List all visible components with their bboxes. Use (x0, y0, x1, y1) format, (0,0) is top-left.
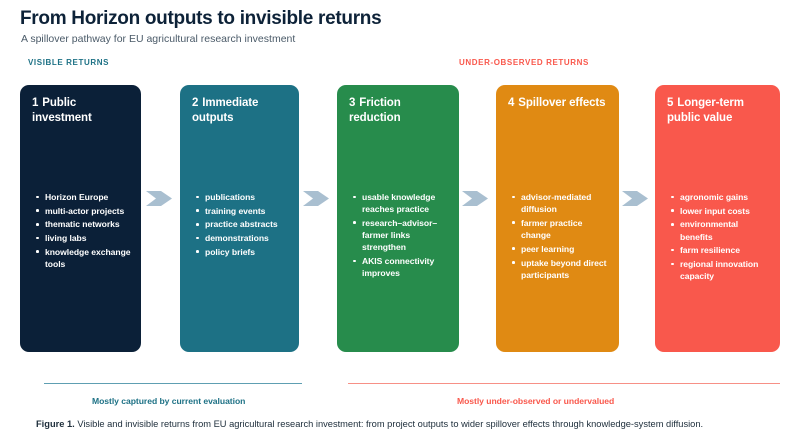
list-item: publications (196, 191, 290, 203)
list-item: training events (196, 205, 290, 217)
list-item: living labs (36, 232, 132, 244)
stage-title-label-3: Friction reduction (349, 97, 401, 124)
list-item: AKIS connectivity improves (353, 255, 450, 279)
band-rule-visible (44, 383, 302, 385)
band-caption-under-observed: Mostly under-observed or undervalued (457, 396, 615, 406)
stage-number-2: 2 (192, 97, 199, 109)
list-item: advisor-mediated diffusion (512, 191, 610, 215)
list-item: demonstrations (196, 232, 290, 244)
stage-number-4: 4 (508, 97, 515, 109)
list-item: agronomic gains (671, 191, 771, 203)
figure-caption-text: Visible and invisible returns from EU ag… (74, 419, 704, 429)
arrow-stage3-to-stage4 (462, 188, 489, 209)
arrow-stage4-to-stage5 (622, 188, 649, 209)
page-subtitle: A spillover pathway for EU agricultural … (21, 33, 296, 45)
list-item: farmer practice change (512, 217, 610, 241)
page-title: From Horizon outputs to invisible return… (20, 8, 382, 29)
list-item: thematic networks (36, 218, 132, 230)
list-item: farm resilience (671, 244, 771, 256)
arrow-stage2-to-stage3 (303, 188, 330, 209)
band-caption-visible: Mostly captured by current evaluation (92, 396, 246, 406)
list-item: regional innovation capacity (671, 258, 771, 282)
stage-title-label-2: Immediate outputs (192, 97, 259, 124)
list-item: knowledge exchange tools (36, 246, 132, 270)
figure-caption-lead: Figure 1. (36, 419, 75, 429)
arrow-stage1-to-stage2 (146, 188, 173, 209)
list-item: research–advisor–farmer links strengthen (353, 217, 450, 254)
list-item: uptake beyond direct participants (512, 257, 610, 281)
stage-title-label-1: Public investment (32, 97, 92, 124)
band-rule-under-observed (348, 383, 780, 385)
list-item: multi-actor projects (36, 205, 132, 217)
stage-number-5: 5 (667, 97, 674, 109)
stage-number-1: 1 (32, 97, 39, 109)
list-item: peer learning (512, 243, 610, 255)
stage-number-3: 3 (349, 97, 356, 109)
band-label-visible-returns: VISIBLE RETURNS (28, 58, 110, 67)
list-item: environmental benefits (671, 218, 771, 242)
stage-title-label-4: Spillover effects (518, 97, 606, 109)
figure-caption: Figure 1. Visible and invisible returns … (36, 419, 703, 429)
list-item: Horizon Europe (36, 191, 132, 203)
list-item: usable knowledge reaches practice (353, 191, 450, 215)
band-label-under-observed-returns: UNDER-OBSERVED RETURNS (459, 58, 589, 67)
list-item: lower input costs (671, 205, 771, 217)
stage-title-label-5: Longer-term public value (667, 97, 744, 124)
list-item: policy briefs (196, 246, 290, 258)
list-item: practice abstracts (196, 218, 290, 230)
